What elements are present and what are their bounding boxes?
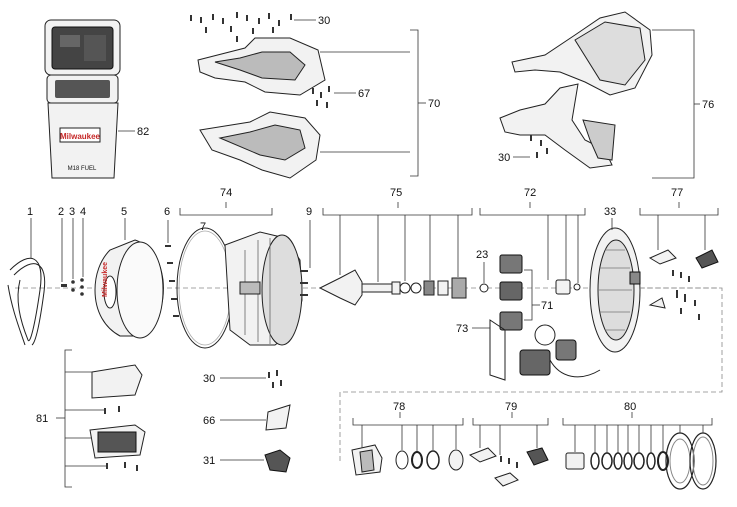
- switch-wiring-assembly: [489, 319, 601, 381]
- callout-81: 81: [36, 413, 48, 425]
- motor-bracket-assembly: [499, 254, 581, 331]
- callout-77: 77: [671, 187, 683, 199]
- drum-basket: [224, 231, 303, 346]
- drain-cable: [7, 258, 46, 346]
- callout-67: 67: [358, 88, 370, 100]
- callout-2: 2: [58, 206, 64, 218]
- callout-30-bottom: 30: [203, 373, 215, 385]
- drum-cover-assembly: [499, 11, 653, 169]
- callout-30-top: 30: [318, 15, 330, 27]
- callout-6: 6: [164, 206, 170, 218]
- latch-kit-79: [468, 447, 549, 487]
- clamp-31: [264, 449, 291, 473]
- screw-set-30-top: [190, 12, 292, 42]
- callout-1: 1: [27, 206, 33, 218]
- callout-31: 31: [203, 455, 215, 467]
- seal-kit-80: [565, 432, 717, 490]
- callout-70: 70: [428, 98, 440, 110]
- callout-66: 66: [203, 415, 215, 427]
- callout-30-mid: 30: [498, 152, 510, 164]
- drum-front-cover: [589, 227, 641, 353]
- callout-7: 7: [200, 221, 206, 233]
- callout-74: 74: [220, 187, 232, 199]
- case-logo: Milwaukee: [60, 132, 101, 141]
- callout-80: 80: [624, 401, 636, 413]
- motor-housing-halves: [197, 37, 326, 179]
- drum-screws-6: [165, 245, 179, 317]
- screws-9: [300, 270, 308, 296]
- case-label: M18 FUEL: [68, 166, 97, 172]
- callout-72: 72: [524, 187, 536, 199]
- callout-79: 79: [505, 401, 517, 413]
- callout-23: 23: [476, 249, 488, 261]
- callout-9: 9: [306, 206, 312, 218]
- kit-enclosure: [339, 287, 723, 462]
- callout-75: 75: [390, 187, 402, 199]
- callout-4: 4: [80, 206, 86, 218]
- callout-33: 33: [604, 206, 616, 218]
- small-fasteners-2-3-4: [61, 278, 84, 296]
- callout-71: 71: [541, 300, 553, 312]
- drum-logo: Milwaukee: [102, 262, 109, 297]
- callout-82: 82: [137, 126, 149, 138]
- cable-drum: Milwaukee: [94, 239, 164, 339]
- screw-set-30-bottom: [268, 370, 282, 388]
- carry-case: Milwaukee M18 FUEL: [44, 19, 121, 179]
- screw-set-67: [312, 86, 330, 108]
- latch-parts-77: [648, 249, 719, 320]
- side-bracket-81: [89, 364, 146, 471]
- label-plate-66: [265, 404, 291, 431]
- shaft-assembly: [318, 269, 467, 306]
- screw-set-30-mid: [530, 135, 548, 158]
- callout-73: 73: [456, 323, 468, 335]
- part-23: [479, 283, 489, 293]
- callout-78: 78: [393, 401, 405, 413]
- callout-3: 3: [69, 206, 75, 218]
- callout-76: 76: [702, 99, 714, 111]
- callout-5: 5: [121, 206, 127, 218]
- bearing-kit-78: [351, 444, 464, 476]
